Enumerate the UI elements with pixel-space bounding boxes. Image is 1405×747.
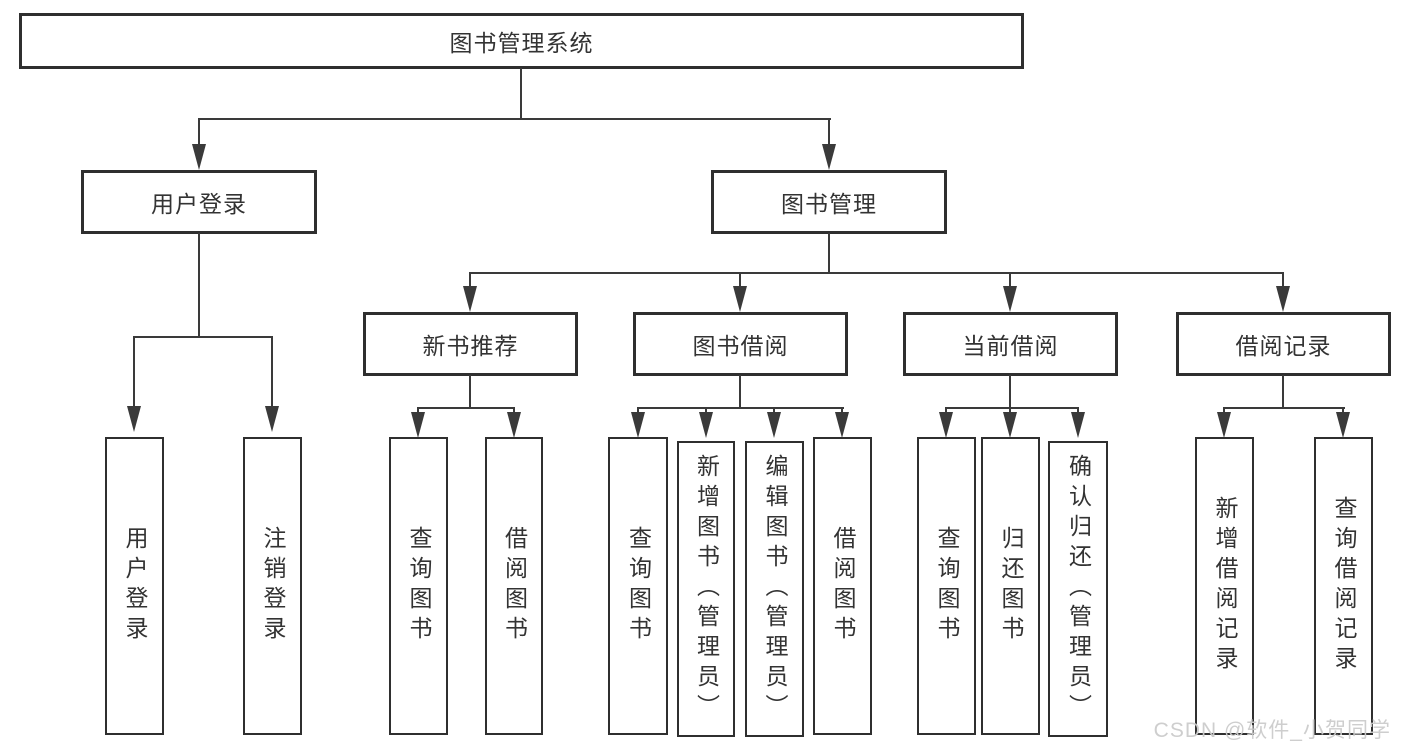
leaf-query-borrow-record-label: 查询借阅记录 (1331, 496, 1357, 676)
arrowhead-icon (463, 286, 477, 312)
connector (1282, 375, 1284, 408)
leaf-return-books: 归还图书 (981, 437, 1040, 735)
connector (773, 407, 775, 415)
connector (271, 336, 273, 408)
node-current-borrowing-label: 当前借阅 (962, 333, 1059, 359)
connector (945, 407, 947, 415)
connector (1009, 272, 1011, 288)
node-current-borrowing: 当前借阅 (903, 312, 1118, 376)
leaf-borrow-books-2-label: 借阅图书 (830, 526, 856, 646)
connector (1009, 407, 1011, 415)
arrowhead-icon (1276, 286, 1290, 312)
leaf-user-login: 用户登录 (105, 437, 164, 735)
connector (945, 407, 1079, 409)
connector (417, 407, 419, 415)
arrowhead-icon (1071, 412, 1085, 438)
connector (469, 375, 471, 408)
leaf-borrow-books-1: 借阅图书 (485, 437, 543, 735)
arrowhead-icon (127, 406, 141, 432)
node-book-management-label: 图书管理 (781, 191, 877, 217)
leaf-borrow-books-1-label: 借阅图书 (501, 526, 528, 646)
csdn-watermark: CSDN @软件_小贺同学 (1153, 719, 1391, 742)
leaf-add-books-admin-label: 新增图书（管理员） (693, 454, 720, 724)
connector (198, 118, 200, 146)
arrowhead-icon (733, 286, 747, 312)
arrowhead-icon (835, 412, 849, 438)
connector (637, 407, 844, 409)
connector (637, 407, 639, 415)
node-user-login: 用户登录 (81, 170, 317, 234)
arrowhead-icon (1336, 412, 1350, 438)
leaf-query-books-1-label: 查询图书 (406, 526, 432, 646)
connector (1342, 407, 1344, 415)
connector (828, 118, 830, 146)
leaf-query-books-2-label: 查询图书 (625, 526, 652, 646)
leaf-edit-books-admin-label: 编辑图书（管理员） (762, 454, 788, 724)
arrowhead-icon (1003, 412, 1017, 438)
arrowhead-icon (822, 144, 836, 170)
connector (841, 407, 843, 415)
connector (469, 272, 1284, 274)
arrowhead-icon (939, 412, 953, 438)
node-root: 图书管理系统 (19, 13, 1024, 69)
connector (705, 407, 707, 415)
connector (739, 272, 741, 288)
leaf-borrow-books-2: 借阅图书 (813, 437, 872, 735)
leaf-add-borrow-record: 新增借阅记录 (1195, 437, 1254, 735)
connector (520, 68, 522, 118)
leaf-query-borrow-record: 查询借阅记录 (1314, 437, 1373, 735)
arrowhead-icon (411, 412, 425, 438)
leaf-query-books-3-label: 查询图书 (934, 526, 960, 646)
node-user-login-label: 用户登录 (151, 191, 247, 217)
connector (1077, 407, 1079, 415)
node-book-borrowing: 图书借阅 (633, 312, 848, 376)
leaf-user-login-label: 用户登录 (122, 526, 148, 646)
connector (1223, 407, 1345, 409)
arrowhead-icon (1217, 412, 1231, 438)
connector (739, 375, 741, 408)
leaf-edit-books-admin: 编辑图书（管理员） (745, 441, 804, 737)
connector (513, 407, 515, 415)
arrowhead-icon (192, 144, 206, 170)
leaf-add-borrow-record-label: 新增借阅记录 (1212, 496, 1238, 676)
connector (198, 118, 831, 120)
node-new-book-recommend-label: 新书推荐 (422, 333, 519, 359)
leaf-confirm-return-admin-label: 确认归还（管理员） (1065, 454, 1092, 724)
connector (1223, 407, 1225, 415)
node-book-borrowing-label: 图书借阅 (692, 333, 789, 359)
leaf-return-books-label: 归还图书 (998, 526, 1024, 646)
arrowhead-icon (507, 412, 521, 438)
leaf-query-books-3: 查询图书 (917, 437, 976, 735)
leaf-add-books-admin: 新增图书（管理员） (677, 441, 735, 737)
leaf-query-books-1: 查询图书 (389, 437, 448, 735)
connector (198, 233, 200, 336)
connector (133, 336, 273, 338)
node-borrowing-records-label: 借阅记录 (1235, 333, 1332, 359)
arrowhead-icon (265, 406, 279, 432)
node-root-label: 图书管理系统 (449, 30, 594, 56)
connector (417, 407, 515, 409)
leaf-logout: 注销登录 (243, 437, 302, 735)
arrowhead-icon (631, 412, 645, 438)
leaf-query-books-2: 查询图书 (608, 437, 668, 735)
connector (1009, 375, 1011, 408)
arrowhead-icon (699, 412, 713, 438)
leaf-logout-label: 注销登录 (260, 526, 286, 646)
arrowhead-icon (1003, 286, 1017, 312)
connector (828, 233, 830, 272)
arrowhead-icon (767, 412, 781, 438)
leaf-confirm-return-admin: 确认归还（管理员） (1048, 441, 1108, 737)
node-borrowing-records: 借阅记录 (1176, 312, 1391, 376)
node-new-book-recommend: 新书推荐 (363, 312, 578, 376)
connector (133, 336, 135, 408)
connector (469, 272, 471, 288)
connector (1282, 272, 1284, 288)
node-book-management: 图书管理 (711, 170, 947, 234)
